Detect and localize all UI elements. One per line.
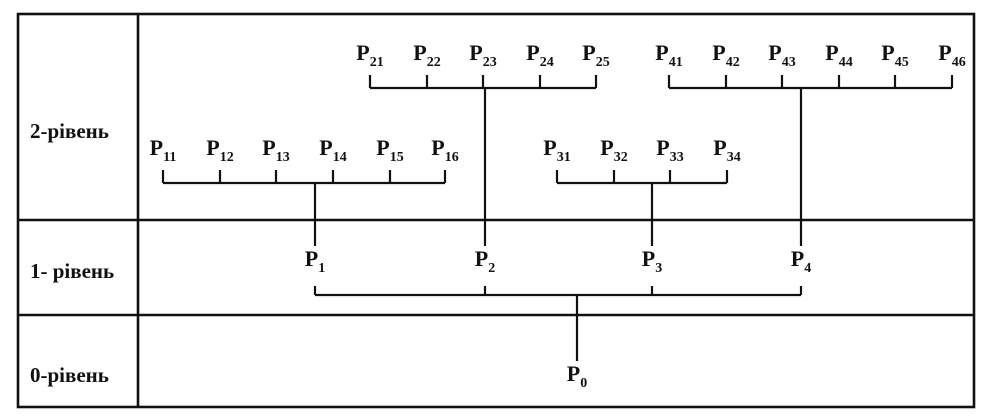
- node-letter: P: [319, 135, 332, 160]
- node-p4: P4: [791, 246, 811, 276]
- node-subscript: 31: [557, 150, 571, 165]
- node-subscript: 11: [163, 150, 176, 165]
- node-letter: P: [150, 135, 163, 160]
- node-letter: P: [656, 135, 669, 160]
- node-subscript: 14: [333, 150, 347, 165]
- node-p2: P2: [475, 246, 495, 276]
- node-subscript: 44: [839, 55, 853, 70]
- node-p25: P25: [582, 40, 609, 70]
- node-subscript: 21: [370, 55, 384, 70]
- node-p0: P0: [567, 361, 587, 391]
- node-letter: P: [825, 40, 838, 65]
- connector-lines: [161, 75, 954, 361]
- node-letter: P: [526, 40, 539, 65]
- node-letter: P: [431, 135, 444, 160]
- node-subscript: 43: [782, 55, 796, 70]
- node-p16: P16: [431, 135, 458, 165]
- node-letter: P: [881, 40, 894, 65]
- node-p12: P12: [206, 135, 233, 165]
- level-1-label: 1- рівень: [30, 259, 114, 283]
- node-letter: P: [475, 246, 488, 271]
- node-p3: P3: [642, 246, 662, 276]
- table-frame: [16, 12, 976, 409]
- node-p24: P24: [526, 40, 553, 70]
- node-subscript: 24: [540, 55, 554, 70]
- node-subscript: 16: [445, 150, 459, 165]
- node-subscript: 32: [614, 150, 628, 165]
- level-0-label: 0-рівень: [30, 363, 109, 387]
- node-letter: P: [305, 246, 318, 271]
- node-subscript: 2: [488, 261, 495, 276]
- node-p11: P11: [150, 135, 177, 165]
- node-p45: P45: [881, 40, 908, 70]
- node-p23: P23: [469, 40, 496, 70]
- node-subscript: 12: [220, 150, 234, 165]
- node-letter: P: [713, 135, 726, 160]
- node-letter: P: [413, 40, 426, 65]
- node-p32: P32: [600, 135, 627, 165]
- node-p34: P34: [713, 135, 740, 165]
- node-p42: P42: [712, 40, 739, 70]
- node-subscript: 33: [670, 150, 684, 165]
- node-p33: P33: [656, 135, 683, 165]
- node-p15: P15: [376, 135, 403, 165]
- node-p46: P46: [938, 40, 965, 70]
- node-letter: P: [642, 246, 655, 271]
- node-letter: P: [356, 40, 369, 65]
- node-letter: P: [712, 40, 725, 65]
- node-letter: P: [469, 40, 482, 65]
- node-subscript: 22: [427, 55, 441, 70]
- node-letter: P: [791, 246, 804, 271]
- node-subscript: 3: [655, 261, 662, 276]
- node-subscript: 4: [804, 261, 811, 276]
- node-letter: P: [600, 135, 613, 160]
- node-subscript: 42: [726, 55, 740, 70]
- node-letter: P: [206, 135, 219, 160]
- node-letter: P: [543, 135, 556, 160]
- node-subscript: 15: [390, 150, 404, 165]
- node-p41: P41: [655, 40, 682, 70]
- node-subscript: 25: [596, 55, 610, 70]
- node-subscript: 23: [483, 55, 497, 70]
- node-letter: P: [582, 40, 595, 65]
- node-letter: P: [938, 40, 951, 65]
- node-p1: P1: [305, 246, 325, 276]
- node-subscript: 34: [727, 150, 741, 165]
- node-p21: P21: [356, 40, 383, 70]
- node-letter: P: [768, 40, 781, 65]
- node-letter: P: [655, 40, 668, 65]
- node-subscript: 1: [318, 261, 325, 276]
- table-border: [16, 12, 976, 409]
- node-subscript: 0: [580, 376, 587, 391]
- node-p43: P43: [768, 40, 795, 70]
- node-letter: P: [567, 361, 580, 386]
- node-p14: P14: [319, 135, 346, 165]
- node-p13: P13: [262, 135, 289, 165]
- node-p22: P22: [413, 40, 440, 70]
- level-labels: 2-рівень 1- рівень 0-рівень: [30, 119, 114, 387]
- node-subscript: 46: [952, 55, 966, 70]
- node-subscript: 45: [895, 55, 909, 70]
- node-subscript: 13: [276, 150, 290, 165]
- level-2-label: 2-рівень: [30, 119, 109, 143]
- node-p44: P44: [825, 40, 852, 70]
- node-subscript: 41: [669, 55, 683, 70]
- node-letter: P: [376, 135, 389, 160]
- node-letter: P: [262, 135, 275, 160]
- node-p31: P31: [543, 135, 570, 165]
